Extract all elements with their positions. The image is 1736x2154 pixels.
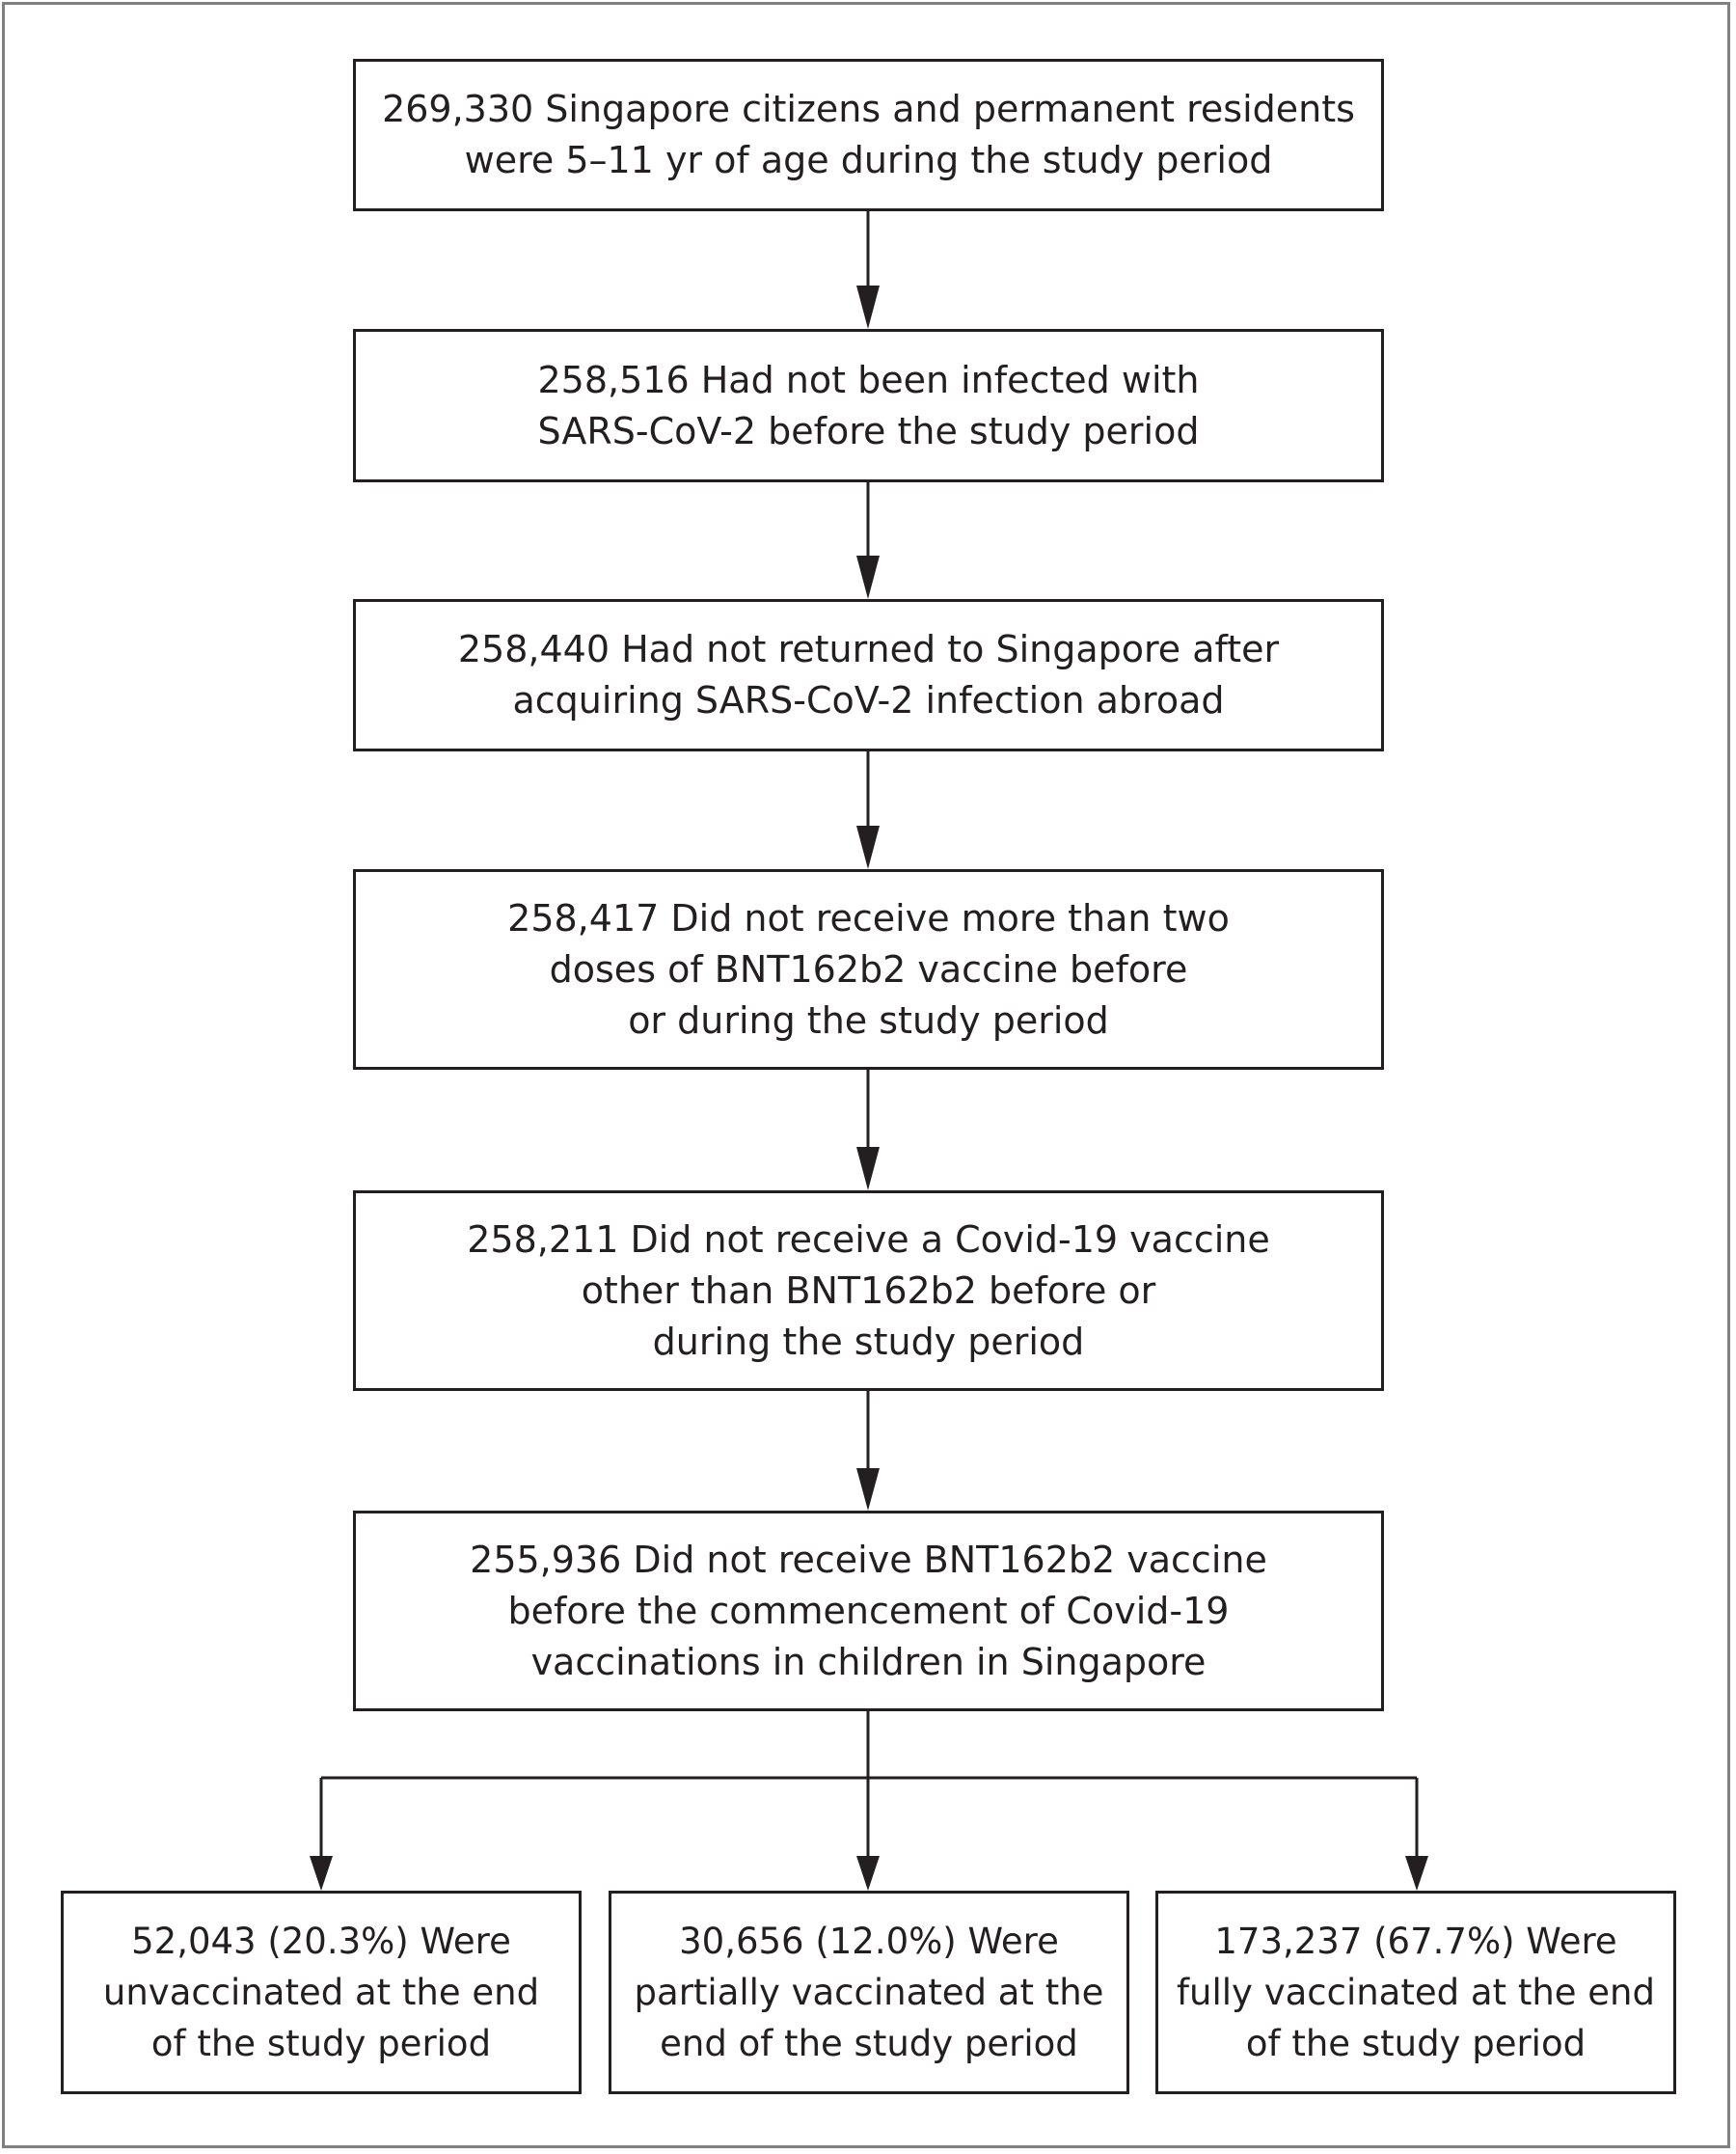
outcome-text: 52,043 (20.3%) Were unvaccinated at the … (102, 1921, 540, 2064)
outcome-text: 30,656 (12.0%) Were partially vaccinated… (634, 1921, 1104, 2064)
step-text: 258,440 Had not returned to Singapore af… (457, 628, 1280, 722)
outcome-box-fully-vaccinated: 173,237 (67.7%) Were fully vaccinated at… (1155, 1891, 1676, 2094)
step-text: 258,417 Did not receive more than two do… (507, 896, 1230, 1042)
arrowhead-5 (856, 1468, 880, 1511)
arrowhead-center (856, 1856, 880, 1891)
step-box-dose-limit: 258,417 Did not receive more than two do… (353, 869, 1384, 1070)
outcome-box-unvaccinated: 52,043 (20.3%) Were unvaccinated at the … (61, 1891, 582, 2094)
arrowhead-2 (856, 556, 880, 599)
step-text: 258,516 Had not been infected with SARS-… (537, 358, 1200, 452)
arrowhead-4 (856, 1147, 880, 1190)
arrowhead-3 (856, 826, 880, 869)
step-box-other-vaccine: 258,211 Did not receive a Covid-19 vacci… (353, 1190, 1384, 1391)
arrowhead-right (1405, 1856, 1428, 1891)
outcome-box-partially-vaccinated: 30,656 (12.0%) Were partially vaccinated… (609, 1891, 1129, 2094)
step-text: 255,936 Did not receive BNT162b2 vaccine… (470, 1538, 1267, 1683)
step-box-final-cohort: 255,936 Did not receive BNT162b2 vaccine… (353, 1511, 1384, 1711)
outcome-text: 173,237 (67.7%) Were fully vaccinated at… (1177, 1921, 1655, 2064)
step-box-eligible-population: 269,330 Singapore citizens and permanent… (353, 59, 1384, 211)
arrowhead-1 (856, 286, 880, 329)
step-box-not-infected: 258,516 Had not been infected with SARS-… (353, 329, 1384, 482)
step-text: 258,211 Did not receive a Covid-19 vacci… (467, 1217, 1270, 1363)
arrowhead-left (310, 1856, 333, 1891)
step-box-not-returned: 258,440 Had not returned to Singapore af… (353, 599, 1384, 751)
step-text: 269,330 Singapore citizens and permanent… (382, 88, 1355, 181)
